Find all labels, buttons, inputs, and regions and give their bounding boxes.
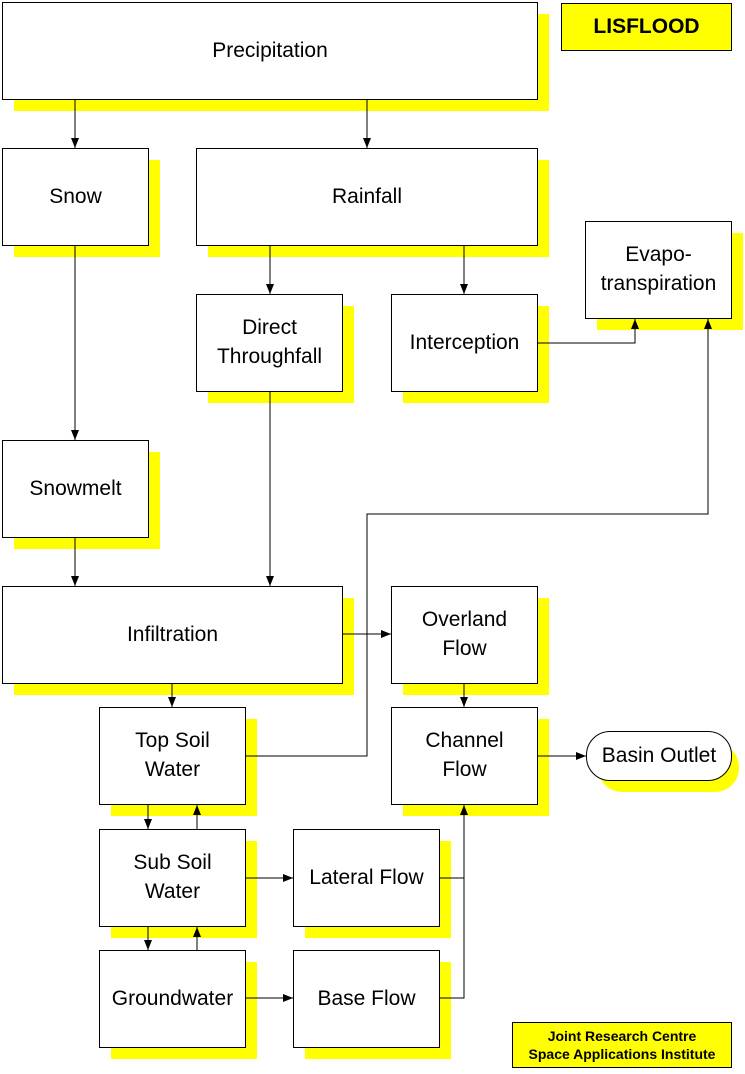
diagram-title: LISFLOOD: [561, 3, 732, 51]
base-flow-box: Base Flow: [293, 950, 440, 1048]
overland-flow-box: Overland Flow: [391, 586, 538, 684]
lateral-flow-box: Lateral Flow: [293, 829, 440, 927]
direct-throughfall-box: Direct Throughfall: [196, 294, 343, 392]
rainfall-box: Rainfall: [196, 148, 538, 246]
snowmelt-box: Snowmelt: [2, 440, 149, 538]
channel-flow-box: Channel Flow: [391, 707, 538, 805]
top-soil-water-box: Top Soil Water: [99, 707, 246, 805]
sub-soil-water-box: Sub Soil Water: [99, 829, 246, 927]
basin-outlet-box: Basin Outlet: [586, 731, 732, 781]
infiltration-box: Infiltration: [2, 586, 343, 684]
snow-box: Snow: [2, 148, 149, 246]
credit-label: Joint Research Centre Space Applications…: [512, 1022, 732, 1068]
evapotranspiration-box: Evapo- transpiration: [585, 221, 732, 319]
precipitation-box: Precipitation: [2, 2, 538, 100]
arrow-lateral-flow-channel-flow: [440, 805, 468, 879]
interception-box: Interception: [391, 294, 538, 392]
arrow-interception-evapotranspiration: [538, 319, 639, 344]
arrow-top-soil-water-evapotranspiration: [246, 319, 712, 757]
groundwater-box: Groundwater: [99, 950, 246, 1048]
line-base-flow-channel-flow: [440, 878, 465, 999]
